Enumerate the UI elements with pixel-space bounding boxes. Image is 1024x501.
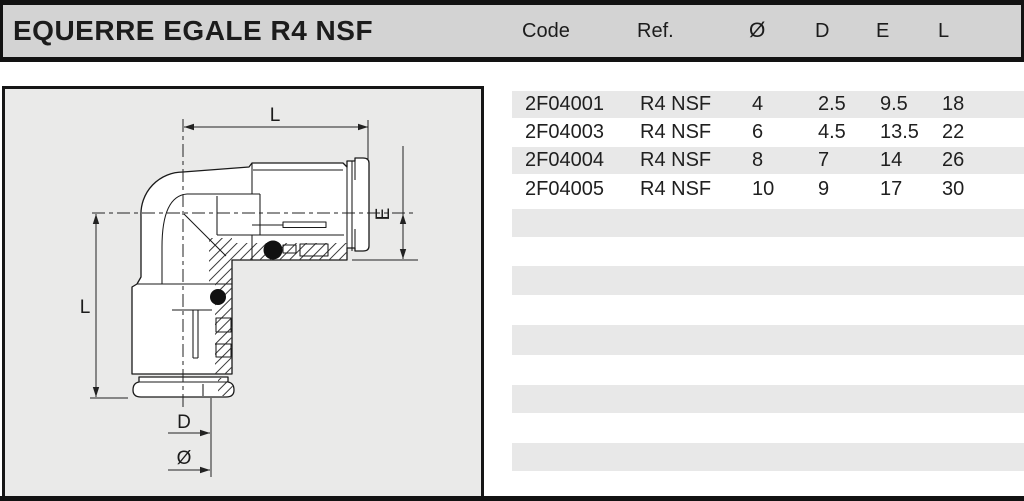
table-row: 2F04004 R4 NSF 8 7 14 26 xyxy=(512,147,1024,174)
cell-code: 2F04005 xyxy=(525,177,604,200)
dim-label-D: D xyxy=(177,412,191,433)
cell-diameter: 6 xyxy=(752,121,764,143)
dimension-top-L: L xyxy=(184,105,369,159)
drawing-panel: L E L D xyxy=(2,86,484,501)
header-bar: EQUERRE EGALE R4 NSF Code Ref. Ø D E L xyxy=(0,0,1024,62)
tube-stop-bar xyxy=(282,221,327,229)
col-header-ref: Ref. xyxy=(637,20,674,42)
centerlines xyxy=(92,119,414,409)
cell-l: 18 xyxy=(942,93,965,115)
page-title: EQUERRE EGALE R4 NSF xyxy=(13,15,374,46)
cell-e: 14 xyxy=(880,149,903,171)
fitting-body-outline xyxy=(131,157,370,375)
cell-d: 7 xyxy=(818,149,830,171)
cell-l: 30 xyxy=(942,177,965,200)
o-ring-vertical xyxy=(210,289,226,305)
cell-diameter: 10 xyxy=(752,177,775,200)
cell-code: 2F04001 xyxy=(525,93,604,115)
col-header-d: D xyxy=(815,20,830,42)
inner-detail-lines xyxy=(137,161,356,396)
dimension-right-E: E xyxy=(352,146,418,261)
cell-diameter: 4 xyxy=(752,93,764,115)
empty-row-stripe xyxy=(512,209,1024,237)
dim-label-E: E xyxy=(373,208,394,221)
cell-code: 2F04004 xyxy=(525,149,604,171)
o-ring-horizontal xyxy=(263,240,283,260)
cell-l: 26 xyxy=(942,149,965,171)
cell-code: 2F04003 xyxy=(525,121,604,143)
cell-d: 4.5 xyxy=(818,121,846,143)
cell-diameter: 8 xyxy=(752,149,764,171)
section-hatch xyxy=(209,238,347,396)
cell-ref: R4 NSF xyxy=(640,93,712,115)
cell-ref: R4 NSF xyxy=(640,177,712,200)
table-row: 2F04001 R4 NSF 4 2.5 9.5 18 xyxy=(512,91,1024,118)
cell-d: 2.5 xyxy=(818,93,846,115)
col-header-diameter: Ø xyxy=(749,19,766,42)
dimension-bottom-diameter: Ø xyxy=(168,448,210,474)
cell-l: 22 xyxy=(942,121,965,143)
table-row: 2F04003 R4 NSF 6 4.5 13.5 22 xyxy=(512,118,1024,147)
col-header-e: E xyxy=(876,20,890,42)
empty-row-stripe xyxy=(512,325,1024,355)
table-row: 2F04005 R4 NSF 10 9 17 30 xyxy=(512,174,1024,204)
dim-label-top-L: L xyxy=(270,105,281,126)
empty-row-stripe xyxy=(512,385,1024,413)
cell-e: 9.5 xyxy=(880,93,908,115)
cell-e: 13.5 xyxy=(880,121,919,143)
empty-row-stripe xyxy=(512,443,1024,471)
dim-label-diameter: Ø xyxy=(177,448,192,469)
cell-ref: R4 NSF xyxy=(640,149,712,171)
cell-d: 9 xyxy=(818,177,830,200)
dimension-bottom-D: D xyxy=(168,398,212,477)
bottom-rule xyxy=(0,496,1024,501)
dimension-left-L: L xyxy=(80,214,128,399)
col-header-code: Code xyxy=(522,20,570,42)
col-header-l: L xyxy=(938,20,950,42)
dim-label-left-L: L xyxy=(80,297,91,318)
cell-ref: R4 NSF xyxy=(640,121,712,143)
empty-row-stripe xyxy=(512,266,1024,295)
fitting-technical-drawing: L E L D xyxy=(80,105,418,477)
collet-segments xyxy=(215,243,329,358)
cell-e: 17 xyxy=(880,177,903,200)
